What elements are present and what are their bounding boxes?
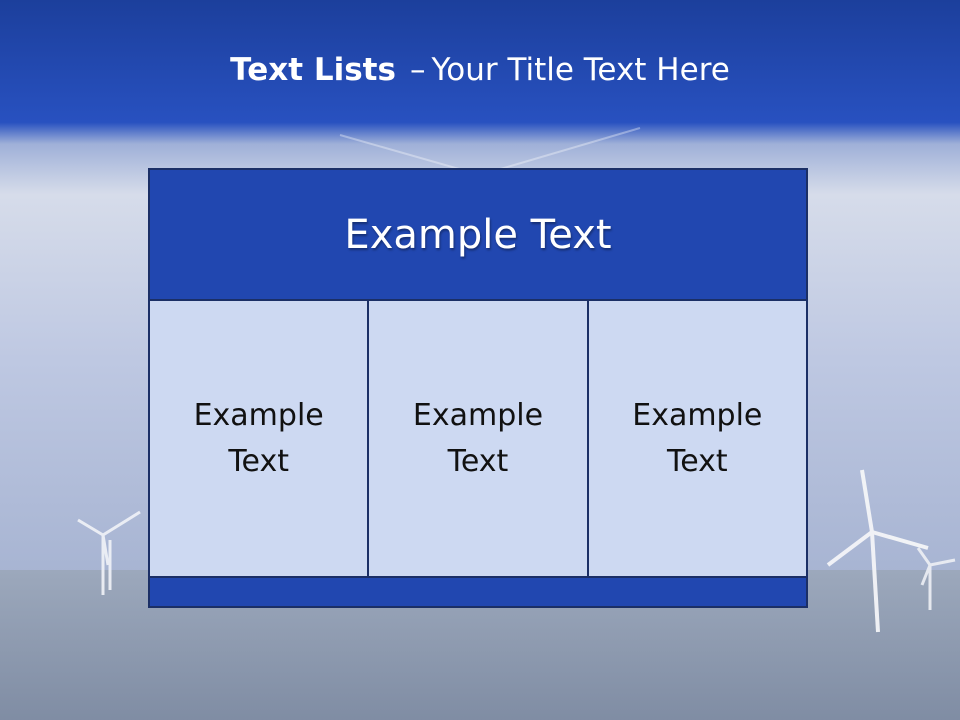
slide-title: Text Lists–Your Title Text Here xyxy=(0,52,960,88)
text-list-table: Example Text Example Text Example Text E… xyxy=(148,168,808,608)
table-cell-2: Example Text xyxy=(367,301,587,576)
table-cell-3: Example Text xyxy=(586,301,806,576)
table-cells-row: Example Text Example Text Example Text xyxy=(150,301,806,578)
title-dash: – xyxy=(409,52,426,88)
table-cell-1: Example Text xyxy=(150,301,368,576)
title-subtitle-part: Your Title Text Here xyxy=(431,52,730,88)
title-bold-part: Text Lists xyxy=(230,52,396,88)
table-footer-bar xyxy=(150,578,806,606)
table-header: Example Text xyxy=(150,170,806,301)
